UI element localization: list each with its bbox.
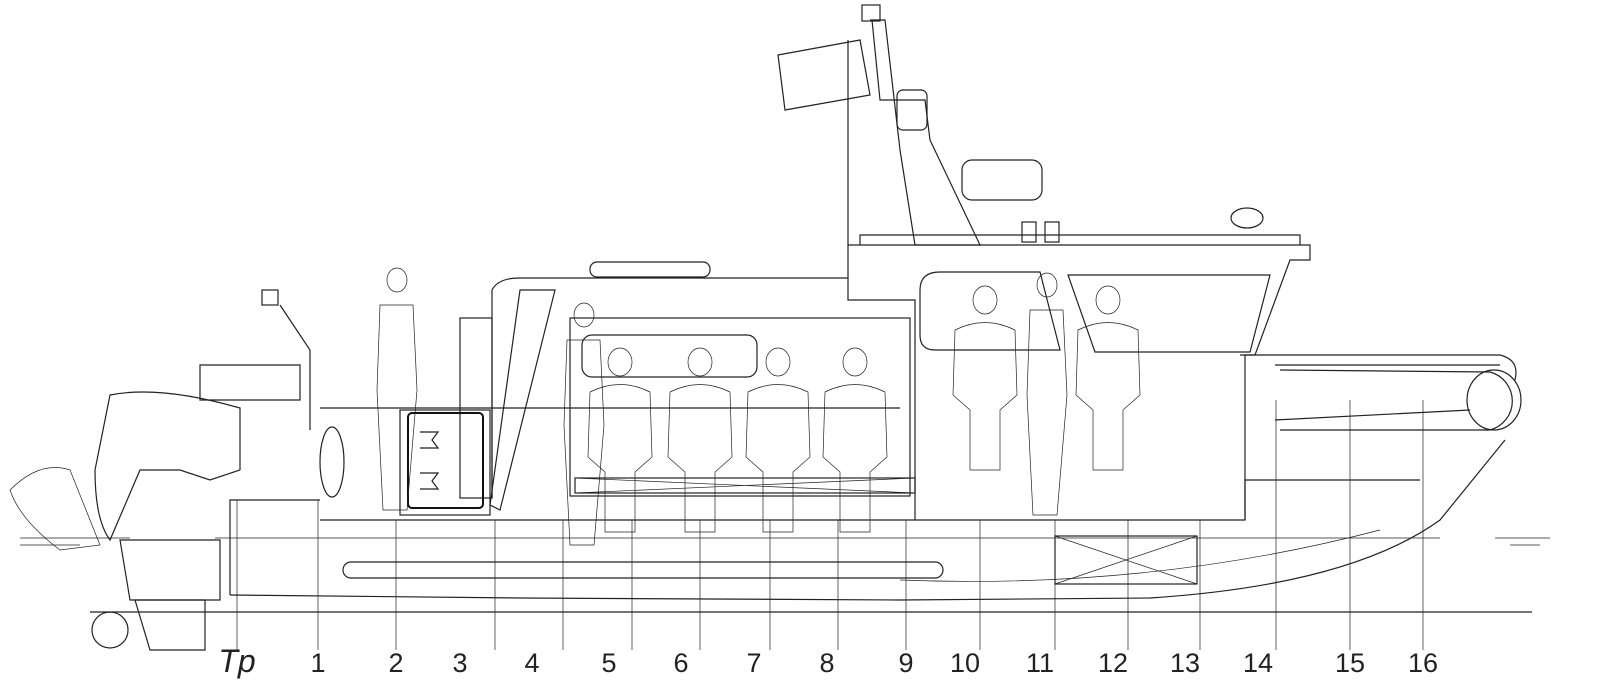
stern-light bbox=[261, 289, 279, 306]
ladder bbox=[489, 289, 556, 511]
station-label: 10 bbox=[950, 648, 980, 678]
wheelhouse-window-aft bbox=[1067, 274, 1271, 353]
crew-member bbox=[667, 347, 733, 533]
hatch-door bbox=[407, 412, 484, 509]
station-label: 5 bbox=[601, 648, 616, 678]
station-label: 7 bbox=[746, 648, 761, 678]
station-label: 8 bbox=[819, 648, 834, 678]
crew-figures bbox=[376, 267, 1141, 546]
station-label: 3 bbox=[452, 648, 467, 678]
crew-member bbox=[563, 302, 605, 546]
flag bbox=[777, 39, 871, 111]
station-label: 4 bbox=[524, 648, 539, 678]
antenna bbox=[1230, 207, 1264, 229]
mast bbox=[777, 4, 1264, 246]
life-raft bbox=[589, 261, 711, 278]
fender-tube-end bbox=[1466, 369, 1522, 431]
crew-member bbox=[822, 347, 888, 533]
fuel-tank bbox=[1054, 535, 1198, 585]
crew-member bbox=[1075, 285, 1141, 471]
outboard-engine bbox=[9, 289, 345, 651]
wheelhouse-window-front bbox=[919, 271, 1061, 351]
hull bbox=[229, 354, 1522, 601]
troop-compartment bbox=[569, 317, 911, 497]
station-label: Tp bbox=[218, 643, 255, 679]
station-lines bbox=[236, 400, 1424, 650]
superstructure bbox=[399, 234, 1311, 520]
crew-member bbox=[952, 285, 1018, 471]
station-label: 14 bbox=[1243, 648, 1273, 678]
crew-member bbox=[1026, 272, 1068, 516]
mast-light bbox=[861, 4, 881, 22]
bench bbox=[574, 477, 916, 494]
station-label: 13 bbox=[1170, 648, 1200, 678]
wake-spray bbox=[9, 467, 101, 551]
fire-extinguisher bbox=[319, 426, 345, 498]
propeller bbox=[91, 611, 129, 649]
crew-member bbox=[745, 347, 811, 533]
station-label: 12 bbox=[1098, 648, 1128, 678]
station-label: 2 bbox=[388, 648, 403, 678]
station-label: 9 bbox=[898, 648, 913, 678]
station-label: 16 bbox=[1408, 648, 1438, 678]
station-label: 15 bbox=[1335, 648, 1365, 678]
crew-member bbox=[587, 347, 653, 533]
side-window bbox=[581, 334, 758, 378]
station-label: 11 bbox=[1026, 648, 1054, 678]
station-label: 1 bbox=[310, 648, 325, 678]
station-label: 6 bbox=[673, 648, 688, 678]
radar-dome bbox=[961, 159, 1043, 201]
radar-dome-small bbox=[896, 89, 928, 131]
crew-member bbox=[376, 267, 418, 511]
